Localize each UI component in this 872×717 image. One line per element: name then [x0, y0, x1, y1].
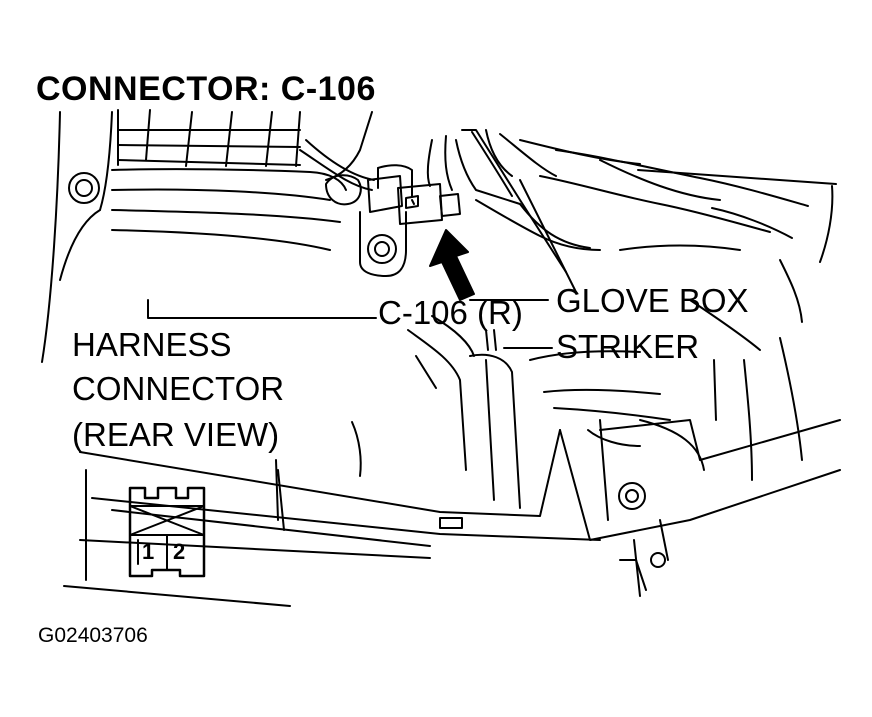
connector-pin-1: 1 [142, 539, 155, 564]
glove-box-striker-area [455, 129, 837, 323]
locator-arrow [429, 229, 475, 301]
connector-pin-2: 2 [173, 539, 186, 564]
c106-connector-body [367, 135, 461, 225]
diagram-title: CONNECTOR: C-106 [36, 70, 376, 108]
connector-face-symbol [128, 486, 206, 578]
figure-id: G02403706 [38, 624, 148, 647]
wire-harness [299, 139, 375, 206]
left-panel-outline [41, 111, 113, 363]
lower-glove-box-panels [407, 299, 803, 521]
harness-label-line1: HARNESS [72, 326, 232, 363]
glove-box-label-line2: STRIKER [556, 328, 700, 365]
glove-box-label-line1: GLOVE BOX [556, 282, 749, 319]
leader-lines [85, 179, 577, 581]
right-lower-panel [559, 419, 841, 597]
harness-label-line3: (REAR VIEW) [72, 416, 280, 453]
harness-label-line2: CONNECTOR [72, 370, 285, 407]
connector-callout-label: C-106 (R) [378, 294, 523, 331]
upper-dash-louvers [111, 109, 347, 251]
